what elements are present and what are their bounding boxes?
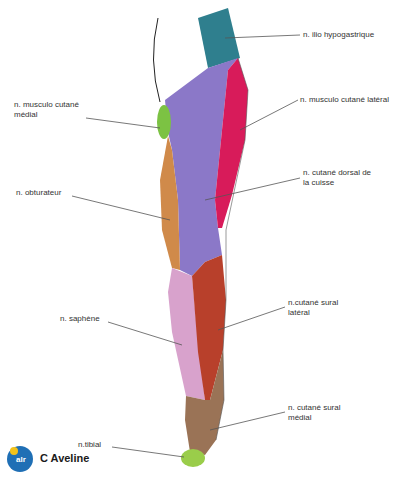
leader-line [218,307,285,330]
nerve-label: n. ilio hypogastrique [303,30,399,40]
nerve-label: n. obturateur [16,188,72,198]
leader-line [240,100,298,130]
leader-line [72,196,170,220]
tibial-region [181,449,205,467]
body-outline [216,58,248,440]
obturator-region [160,136,180,270]
leader-line [108,322,182,345]
leader-line [210,412,285,430]
nerve-label: n.tibial [78,440,114,450]
leader-lines [72,35,300,457]
nerve-label: n. cutané sural médial [288,403,350,422]
leader-line [86,118,160,128]
leader-line [205,178,300,200]
leader-line [225,35,300,38]
nerve-label: n. musculo cutané latéral [300,95,400,105]
medial-sural-region [185,350,224,455]
medial-musculocutaneous-region [157,105,171,139]
logo-circle [7,446,33,472]
body-outline [153,18,160,102]
leader-line [112,447,184,457]
nerve-label: n.cutané sural latéral [288,298,350,317]
logo-dot [10,447,18,455]
logo-text: alr [10,455,32,465]
nerve-label: n. cutané dorsal de la cuisse [303,168,375,187]
author-credit: C Aveline [40,452,110,465]
nerve-label: n. saphène [60,314,110,324]
nerve-label: n. musculo cutané médial [14,100,86,119]
